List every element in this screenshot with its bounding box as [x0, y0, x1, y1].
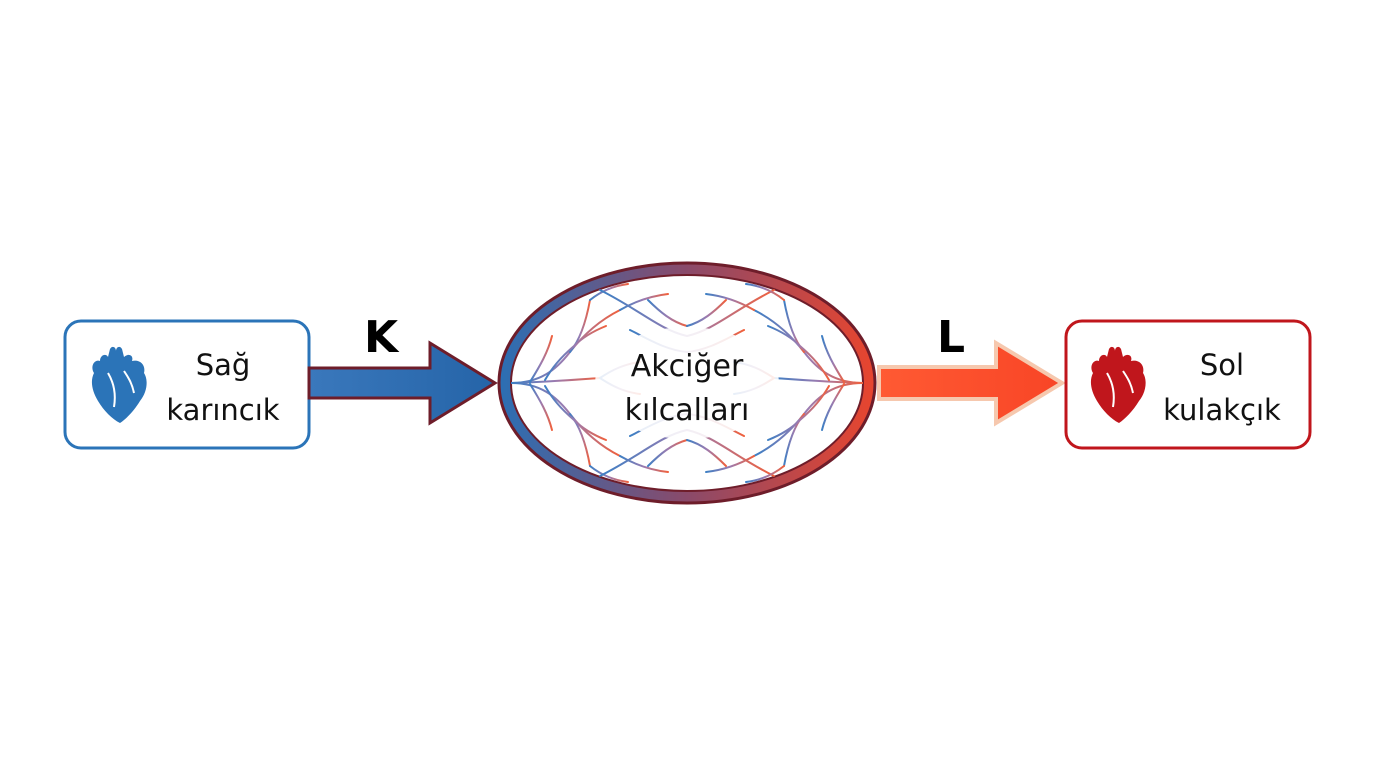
- lung-capillaries-label-line1: Akciğer: [631, 349, 744, 384]
- arrow-l-label: L: [937, 312, 965, 363]
- arrow-k-label: K: [364, 312, 400, 363]
- left-atrium-label-line2: kulakçık: [1163, 393, 1281, 427]
- heart-icon: [1090, 346, 1146, 423]
- left-atrium-box: Sol kulakçık: [1064, 319, 1312, 450]
- right-ventricle-label-line2: karıncık: [166, 393, 279, 427]
- arrow-k: K: [307, 312, 498, 426]
- right-ventricle-label-line1: Sağ: [196, 348, 251, 382]
- lung-capillaries-oval: Akciğer kılcalları: [497, 261, 877, 505]
- right-ventricle-box: Sağ karıncık: [63, 319, 311, 450]
- heart-icon: [91, 346, 147, 423]
- left-atrium-label-line1: Sol: [1200, 348, 1244, 382]
- arrow-l: L: [877, 312, 1066, 427]
- lung-capillaries-label-line2: kılcalları: [625, 393, 750, 428]
